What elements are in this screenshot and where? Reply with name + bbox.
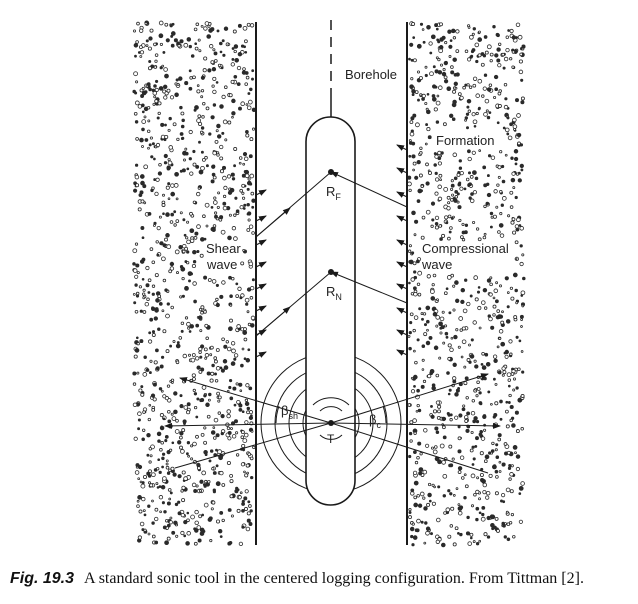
borehole-label: Borehole xyxy=(345,67,397,82)
svg-text:Formation: Formation xyxy=(436,133,495,148)
sonic-tool-body xyxy=(305,116,356,506)
receiver-far-label: RF xyxy=(326,184,341,202)
compressional-label-line1: Compressional xyxy=(422,241,509,256)
caption-text: A standard sonic tool in the centered lo… xyxy=(84,570,584,587)
shear-label-line2: wave xyxy=(206,257,237,272)
svg-text:Compressional: Compressional xyxy=(422,241,509,256)
svg-text:wave: wave xyxy=(206,257,237,272)
shear-wave-arrows xyxy=(255,189,267,358)
receiver-near xyxy=(328,269,334,275)
receiver-far xyxy=(328,169,334,175)
formation-left-region xyxy=(132,20,257,547)
sonic-tool-diagram: Borehole Formation Shear wave Compressio… xyxy=(132,20,526,548)
formation-label: Formation xyxy=(436,133,495,148)
figure-caption: Fig. 19.3 A standard sonic tool in the ce… xyxy=(10,570,630,588)
transmitter xyxy=(328,420,334,426)
beta-sh-arc xyxy=(275,405,280,424)
svg-text:Borehole: Borehole xyxy=(345,67,397,82)
formation-right-region xyxy=(407,21,526,548)
inner-wavefronts xyxy=(312,397,350,440)
receiver-near-label: RN xyxy=(326,284,342,302)
transmitter-label: T xyxy=(327,432,335,446)
svg-text:Shear: Shear xyxy=(206,241,241,256)
compressional-label-line2: wave xyxy=(421,257,452,272)
figure-number: Fig. 19.3 xyxy=(10,570,75,587)
compressional-wave-arrows xyxy=(396,144,408,356)
svg-text:wave: wave xyxy=(421,257,452,272)
shear-label-line1: Shear xyxy=(206,241,241,256)
beta-sh-label: βsh xyxy=(281,403,298,421)
svg-text:T: T xyxy=(327,432,335,446)
beta-c-label: βc xyxy=(369,412,381,430)
beta-c-arc xyxy=(382,405,387,424)
ray-arrows xyxy=(255,207,291,337)
